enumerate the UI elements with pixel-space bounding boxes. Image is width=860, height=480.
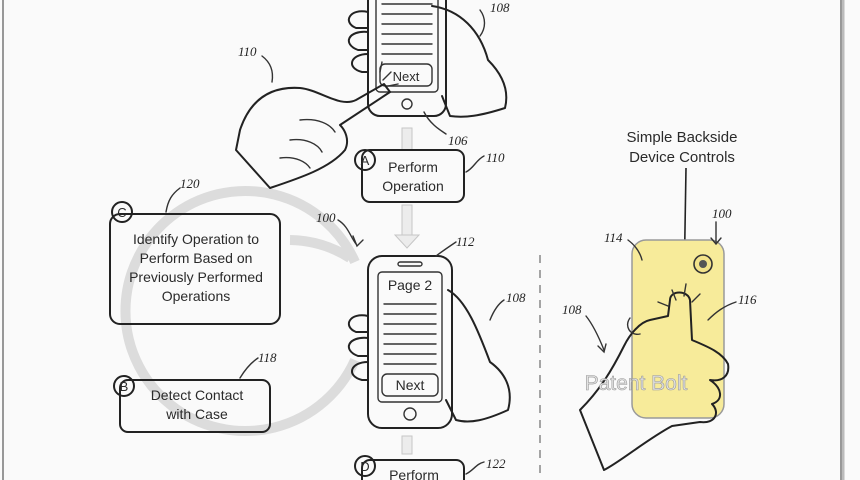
middle-home-button [403, 407, 417, 421]
finger-leader [261, 55, 274, 83]
back-ref-device: 100 [712, 206, 732, 221]
step-a: A Perform Operation 110 [354, 149, 505, 203]
top-next-label: Next [393, 69, 420, 84]
back-device-arrowhead [710, 237, 722, 246]
watermark-text: Patent Bolt [585, 372, 688, 395]
step-b-badge [113, 375, 135, 397]
step-b-line-1: Detect Contact [151, 387, 244, 403]
step-a-box [361, 149, 465, 203]
middle-left-fingers [347, 314, 369, 381]
step-c-badge [111, 201, 133, 223]
middle-screen-title: Page 2 [388, 277, 433, 293]
top-device-leader [423, 111, 447, 135]
middle-hand [445, 289, 511, 423]
middle-device-leader [337, 219, 357, 245]
top-next-button [379, 63, 433, 87]
tap-marks [379, 61, 399, 87]
top-ref-finger: 110 [238, 44, 257, 59]
top-ref-hand: 108 [490, 0, 510, 15]
step-c-box [109, 213, 281, 325]
middle-phone-text-lines [383, 303, 437, 365]
step-c-line-4: Operations [162, 288, 230, 304]
flow-cycle-arrow-head [289, 235, 353, 263]
back-tap-marks [657, 283, 701, 307]
middle-phone-screen [377, 271, 443, 403]
backside-caption-line-2: Device Controls [629, 149, 735, 166]
middle-next-label: Next [396, 377, 425, 393]
step-b-line-2: with Case [165, 406, 228, 422]
step-b: B Detect Contact with Case 118 [113, 350, 277, 433]
yellow-case [631, 239, 725, 419]
backside-illustration: Simple Backside Device Controls 100 114 … [562, 129, 757, 471]
step-d-ref: 122 [486, 456, 506, 471]
top-hand-leader [479, 9, 486, 37]
top-phone-screen [375, 0, 439, 93]
step-b-ref: 118 [258, 350, 277, 365]
step-d-leader [465, 461, 485, 475]
middle-phone-body [367, 255, 453, 429]
middle-phone-illustration: 100 Page 2 Next 112 108 [316, 210, 526, 429]
middle-ref-hand: 108 [506, 290, 526, 305]
step-c-letter: C [117, 205, 126, 220]
top-ref-device: 106 [448, 133, 468, 148]
step-d: D Perform 122 [354, 455, 506, 480]
middle-hand-leader [489, 299, 505, 321]
middle-ref-device: 100 [316, 210, 336, 225]
middle-phone-speaker [397, 261, 423, 267]
back-thumb-tip [626, 317, 641, 335]
step-d-badge [354, 455, 376, 477]
middle-ref-top: 112 [456, 234, 475, 249]
step-c-line-1: Identify Operation to [133, 231, 259, 247]
step-c-leader [165, 187, 181, 213]
step-b-letter: B [120, 379, 129, 394]
step-d-box [361, 459, 465, 480]
top-left-fingers [347, 10, 369, 73]
back-hand-leader [585, 315, 605, 351]
back-ref-hand: 108 [562, 302, 582, 317]
back-hand-arrowhead [597, 343, 607, 354]
pointing-hand [235, 83, 391, 189]
step-d-letter: D [360, 459, 369, 474]
flow-cycle-arrow [120, 186, 360, 436]
step-c: C Identify Operation to Perform Based on… [109, 176, 281, 325]
back-hand [579, 291, 730, 471]
back-case-leader [627, 239, 643, 261]
middle-next-button [381, 373, 439, 397]
back-ref-contact: 116 [738, 292, 757, 307]
step-a-badge [354, 149, 376, 171]
back-contact-leader [707, 301, 737, 321]
step-a-leader [465, 155, 485, 173]
step-a-ref: 110 [486, 150, 505, 165]
top-phone-illustration: Next 108 110 106 [235, 0, 510, 189]
backside-caption-line-1: Simple Backside [627, 129, 738, 146]
step-d-line-1: Perform [389, 467, 439, 480]
step-b-box [119, 379, 271, 433]
top-hand [431, 5, 508, 118]
middle-device-arrowhead [352, 235, 364, 248]
pointing-hand-knuckles [279, 118, 336, 169]
middle-top-leader [435, 241, 457, 257]
top-home-button [401, 98, 413, 110]
back-ref-case: 114 [604, 230, 623, 245]
flow-arrow-bottom [401, 435, 413, 455]
step-b-leader [239, 357, 259, 379]
step-a-letter: A [361, 153, 370, 168]
camera-lens-inner [699, 260, 707, 268]
step-c-line-2: Perform Based on [140, 250, 253, 266]
step-c-line-3: Previously Performed [129, 269, 263, 285]
step-a-line-2: Operation [382, 178, 443, 194]
step-c-ref: 120 [180, 176, 200, 191]
figure-border [2, 0, 842, 480]
top-phone-text-lines [381, 3, 433, 55]
step-a-line-1: Perform [388, 159, 438, 175]
